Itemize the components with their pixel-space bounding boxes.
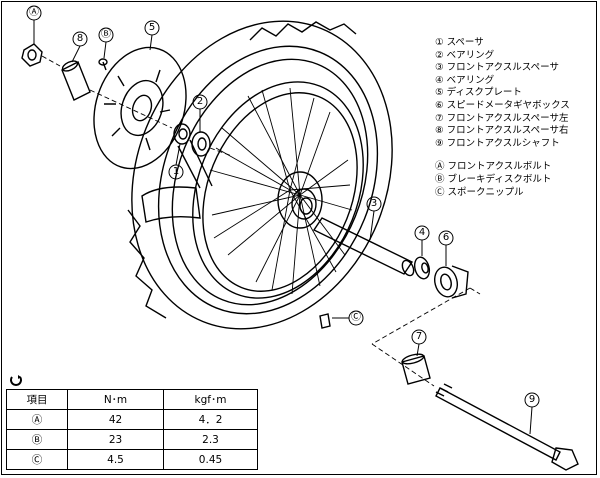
legend-item-2: ② ベアリング	[435, 49, 495, 61]
legend-item-8: ⑧ フロントアクスルスペーサ右	[435, 125, 569, 137]
table-row: Ⓑ 23 2.3	[6, 429, 258, 450]
callout-c: Ⓒ	[351, 312, 361, 323]
torque-wrench-icon	[9, 373, 23, 387]
legend-item-b: Ⓑ ブレーキディスクボルト	[435, 173, 552, 185]
callout-5: 5	[148, 22, 156, 33]
front-axle-spacer	[312, 217, 415, 277]
table-row: Ⓐ 42 4．2	[6, 409, 258, 430]
header-nm: N･m	[67, 389, 164, 410]
front-axle-shaft	[435, 383, 579, 471]
bearing-2	[191, 131, 211, 157]
legend-item-7: ⑦ フロントアクスルスペーサ左	[435, 112, 569, 124]
legend-item-9: ⑨ フロントアクスルシャフト	[435, 137, 560, 149]
front-tire	[127, 20, 393, 330]
legend-item-6: ⑥ スピードメータギヤボックス	[435, 99, 570, 111]
brake-disc-bolt	[98, 58, 108, 71]
legend-item-a: Ⓐ フロントアクスルボルト	[435, 161, 552, 173]
front-axle-bolt	[21, 43, 43, 67]
callout-circles	[26, 5, 540, 435]
callout-6: 6	[442, 232, 450, 243]
header-item: 項目	[6, 389, 68, 410]
table-header-row: 項目 N･m kgf･m	[6, 389, 258, 410]
callout-9: 9	[528, 394, 536, 405]
callout-8: 8	[76, 33, 84, 44]
bearing-4	[413, 256, 431, 280]
legend-item-c: Ⓒ スポークニップル	[435, 186, 524, 198]
wheel-rim	[192, 81, 364, 299]
wheel-hub	[277, 171, 323, 229]
header-kgfm: kgf･m	[163, 389, 258, 410]
callout-2: 2	[196, 96, 204, 107]
callout-7: 7	[415, 331, 423, 342]
legend-item-3: ③ フロントアクスルスペーサ	[435, 62, 559, 74]
legend-item-4: ④ ベアリング	[435, 74, 495, 86]
callout-a: Ⓐ	[29, 7, 39, 18]
front-axle-spacer-right	[61, 60, 91, 101]
legend-item-1: ① スペーサ	[435, 37, 484, 48]
spoke-nipple	[319, 313, 331, 329]
callout-3: 3	[370, 198, 378, 209]
torque-spec-table: 項目 N･m kgf･m Ⓐ 42 4．2 Ⓑ 23 2.3 Ⓒ 4.5 0.4…	[6, 389, 258, 470]
wheel-spokes	[209, 87, 353, 295]
callout-b: Ⓑ	[101, 29, 111, 40]
brake-disc-plate	[93, 46, 187, 170]
legend-item-5: ⑤ ディスクプレート	[435, 87, 522, 99]
table-row: Ⓒ 4.5 0.45	[6, 449, 258, 470]
spacer-1	[173, 123, 191, 145]
alignment-lines	[41, 55, 481, 387]
callout-1: 1	[172, 166, 180, 177]
parts-legend: ① スペーサ ② ベアリング ③ フロントアクスルスペーサ ④ ベアリング ⑤ …	[435, 37, 570, 199]
front-axle-spacer-left	[401, 353, 431, 385]
callout-4: 4	[418, 227, 426, 238]
speedometer-gear-box	[433, 265, 469, 299]
front-fork-fender	[141, 139, 213, 223]
